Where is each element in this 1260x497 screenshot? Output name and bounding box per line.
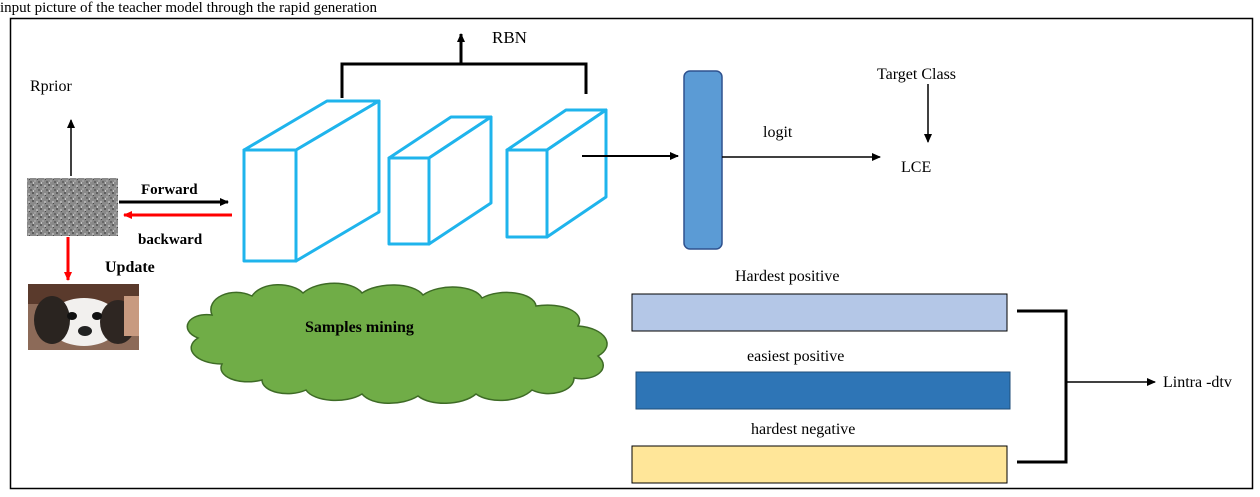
noise-input-image: [27, 178, 118, 236]
logit-label: logit: [763, 124, 793, 141]
rbn-label: RBN: [492, 28, 527, 47]
forward-label: Forward: [141, 182, 198, 198]
samples-mining-cloud: [186, 282, 608, 404]
hardest-positive-label: Hardest positive: [735, 268, 839, 285]
conv-block-3: [505, 108, 608, 239]
rbn-bracket: [340, 33, 588, 98]
easiest-positive-label: easiest positive: [747, 348, 844, 365]
lce-label: LCE: [901, 159, 931, 176]
rprior-label: Rprior: [30, 78, 72, 95]
backward-label: backward: [138, 232, 203, 248]
target-class-label: Target Class: [877, 66, 956, 83]
hardest-positive-bar: [631, 293, 1008, 332]
hardest-negative-bar: [631, 445, 1008, 484]
update-label: Update: [105, 259, 155, 276]
easiest-positive-bar: [635, 371, 1011, 410]
fc-layer: [683, 70, 723, 250]
conv-block-1: [242, 99, 381, 263]
dog-photo: [28, 284, 139, 350]
samples-mining-label: Samples mining: [305, 319, 414, 336]
hardest-negative-label: hardest negative: [751, 421, 855, 438]
diagram-frame: [9, 17, 1254, 490]
truncated-caption: input picture of the teacher model throu…: [0, 0, 377, 16]
lintra-bracket: [1017, 309, 1156, 464]
lintra-label: Lintra -dtv: [1163, 374, 1232, 391]
conv-block-2: [387, 115, 493, 246]
